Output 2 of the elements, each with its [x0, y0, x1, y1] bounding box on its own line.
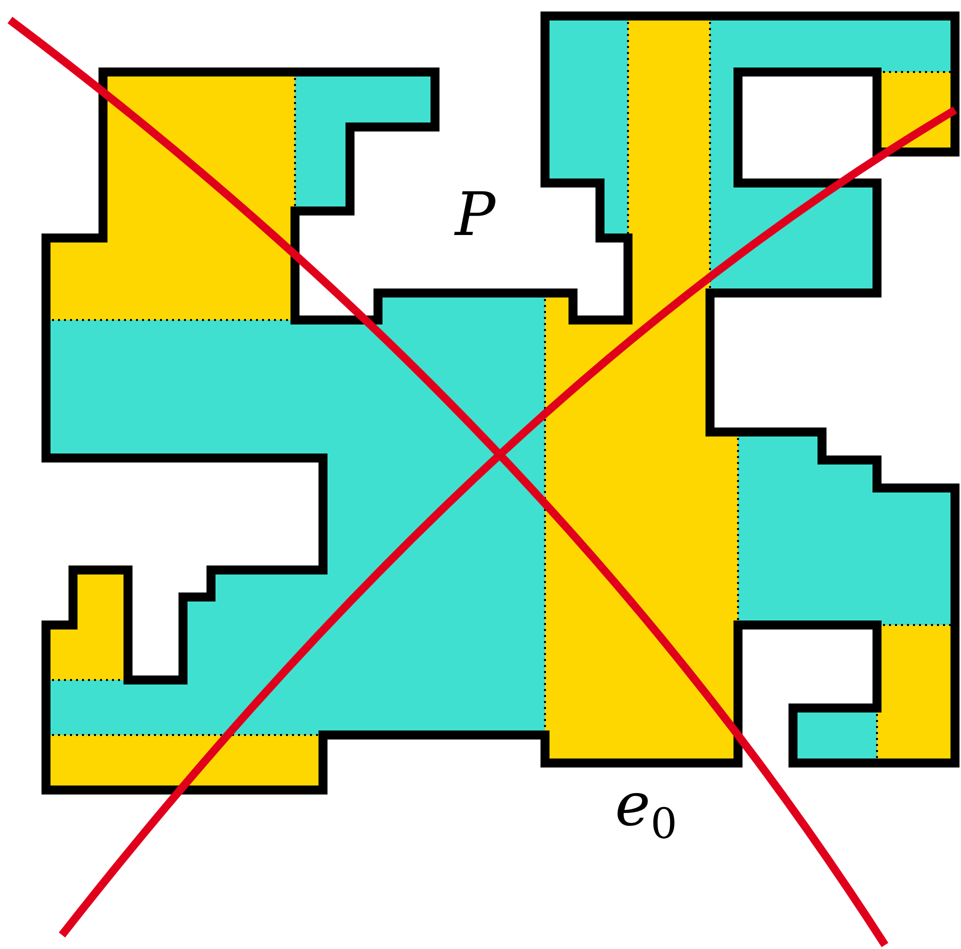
math-label: e$_{0}$	[615, 775, 678, 845]
math-label: P	[455, 185, 496, 245]
